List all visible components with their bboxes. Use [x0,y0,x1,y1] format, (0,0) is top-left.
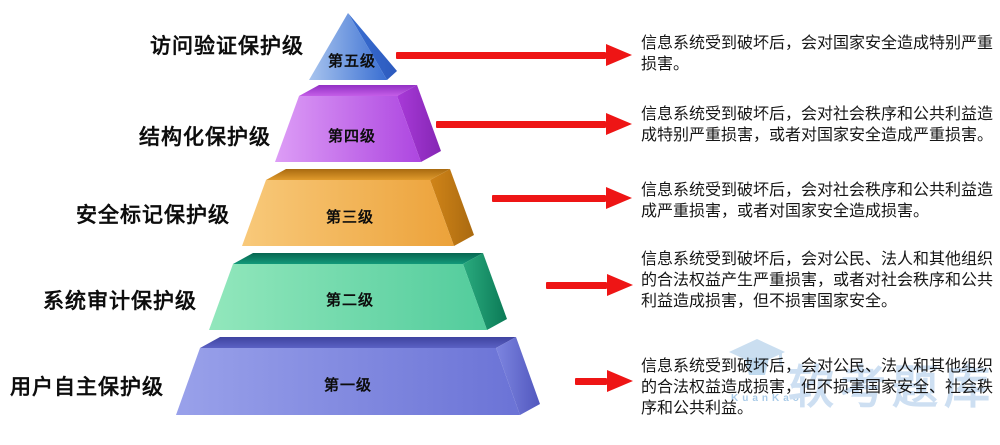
level-1-name: 用户自主保护级 [10,376,164,399]
arrow-shaft [575,377,607,385]
level-3-top-face [266,169,450,180]
level-4-arrow-icon [436,113,632,135]
level-3-right-face [430,169,474,246]
level-5-front-face [309,13,387,80]
level-1-right-face [496,337,540,415]
level-2-name: 系统审计保护级 [43,290,197,313]
level-4-block: 第四级 [275,85,441,162]
level-1-top-face [200,337,516,348]
arrow-head [607,274,633,296]
level-3-name: 安全标记保护级 [76,204,230,227]
level-4-top-face [299,85,417,96]
level-4-tier-label: 第四级 [328,127,376,145]
level-5-right-face [348,13,397,80]
arrow-head [606,44,632,66]
level-4-description: 信息系统受到破坏后，会对社会秩序和公共利益造成特别严重损害，或者对国家安全造成严… [641,106,994,144]
level-3-block: 第三级 [242,169,474,246]
level-2-tier-label: 第二级 [326,291,374,309]
level-4-front-face [275,96,421,162]
level-3-arrow-icon [492,187,632,209]
arrow-shaft [396,51,606,59]
level-4-right-face [397,85,441,162]
level-1-tier-label: 第一级 [324,376,372,394]
level-3-description: 信息系统受到破坏后，会对社会秩序和公共利益造成严重损害，或者对国家安全造成损害。 [641,182,994,220]
arrow-head [606,187,632,209]
level-2-arrow-icon [546,274,633,296]
arrow-shaft [546,281,607,289]
level-5-tier-label: 第五级 [328,52,376,70]
level-5-name: 访问验证保护级 [150,35,304,58]
arrow-shaft [492,194,606,202]
level-2-front-face [209,264,487,330]
level-2-top-face [233,253,483,264]
level-4-name: 结构化保护级 [139,126,271,149]
level-1-block: 第一级 [176,337,540,415]
arrow-shaft [436,120,606,128]
level-5-block: 第五级 [309,13,397,80]
level-3-tier-label: 第三级 [326,208,374,226]
level-2-right-face [463,253,507,330]
level-1-description: 信息系统受到破坏后，会对公民、法人和其他组织的合法权益造成损害，但不损害国家安全… [641,358,994,417]
arrow-head [606,113,632,135]
level-2-description: 信息系统受到破坏后，会对公民、法人和其他组织的合法权益产生严重损害，或者对社会秩… [641,251,994,310]
level-5-description: 信息系统受到破坏后，会对国家安全造成特别严重损害。 [641,35,994,73]
level-2-block: 第二级 [209,253,507,330]
level-1-arrow-icon [575,370,633,392]
arrow-head [607,370,633,392]
level-5-arrow-icon [396,44,632,66]
level-3-front-face [242,180,454,246]
level-1-front-face [176,348,520,415]
